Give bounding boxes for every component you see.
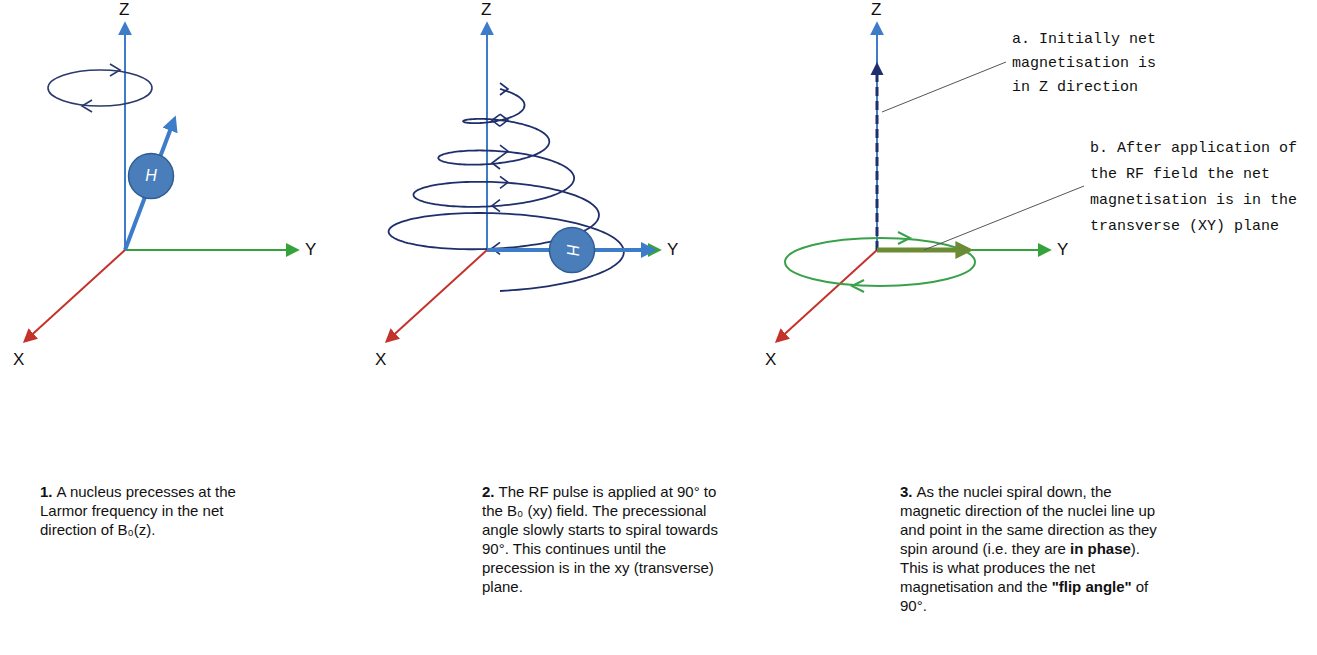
spiral-arrowhead (500, 145, 508, 157)
caption-emphasis: 2. (482, 483, 495, 500)
spiral-arrowhead (500, 114, 508, 126)
nucleus-label: H (145, 167, 157, 185)
spin-vector (125, 120, 174, 250)
initial-magnetisation-arrow (876, 66, 879, 250)
caption-block: 1.A nucleus precesses at the Larmor freq… (40, 482, 258, 539)
x-axis (25, 250, 125, 341)
caption-emphasis: "flip angle" (1052, 578, 1132, 595)
spiral-path (389, 83, 624, 291)
precession-orbit (48, 70, 152, 106)
caption-emphasis: in phase (1070, 540, 1131, 557)
z-axis (124, 24, 126, 250)
caption-text: A nucleus precesses at the Larmor freque… (40, 483, 236, 538)
y-axis (125, 249, 297, 251)
transverse-magnetisation-arrow (877, 248, 968, 253)
caption-text: The RF pulse is applied at 90° to the B₀… (482, 483, 718, 595)
nucleus-label: H (563, 244, 581, 256)
axis-label: Y (667, 240, 678, 260)
axis-label: X (765, 350, 776, 370)
spiral-line (389, 89, 624, 291)
caption-block: 3.As the nuclei spiral down, the magneti… (900, 482, 1162, 615)
spiral-arrowhead (492, 157, 500, 169)
axis-label: Y (1057, 240, 1068, 260)
axis-label: Z (871, 0, 881, 20)
nucleus-circle: H (548, 226, 596, 274)
z-axis (876, 24, 878, 250)
orbit-arrowhead (898, 232, 910, 244)
axis-label: X (375, 350, 386, 370)
nucleus-circle: H (127, 152, 175, 200)
orbit-arrowhead (852, 280, 864, 292)
axis-label: Z (119, 0, 129, 20)
axes (25, 24, 1049, 341)
caption-emphasis: 1. (40, 483, 53, 500)
x-axis (777, 250, 877, 341)
caption-block: 2.The RF pulse is applied at 90° to the … (482, 482, 722, 596)
transverse-orbit (785, 238, 975, 286)
axis-label: X (13, 350, 24, 370)
caption-emphasis: 3. (900, 483, 913, 500)
orbit-arrowhead (110, 64, 120, 76)
callout-note: a. Initially net magnetisation is in Z d… (1012, 28, 1177, 100)
leader-line (882, 62, 1006, 112)
z-axis (486, 24, 488, 250)
axis-label: Y (305, 240, 316, 260)
callout-note: b. After application of the RF field the… (1090, 136, 1302, 240)
spiral-arrowhead (492, 200, 500, 212)
spiral-arrowhead (492, 114, 500, 126)
spiral-arrowhead (500, 176, 508, 188)
y-axis (877, 249, 1049, 251)
axis-label: Z (481, 0, 491, 20)
spiral-arrowhead (500, 83, 508, 95)
x-axis (387, 250, 487, 341)
orbit-arrowhead (82, 100, 92, 112)
